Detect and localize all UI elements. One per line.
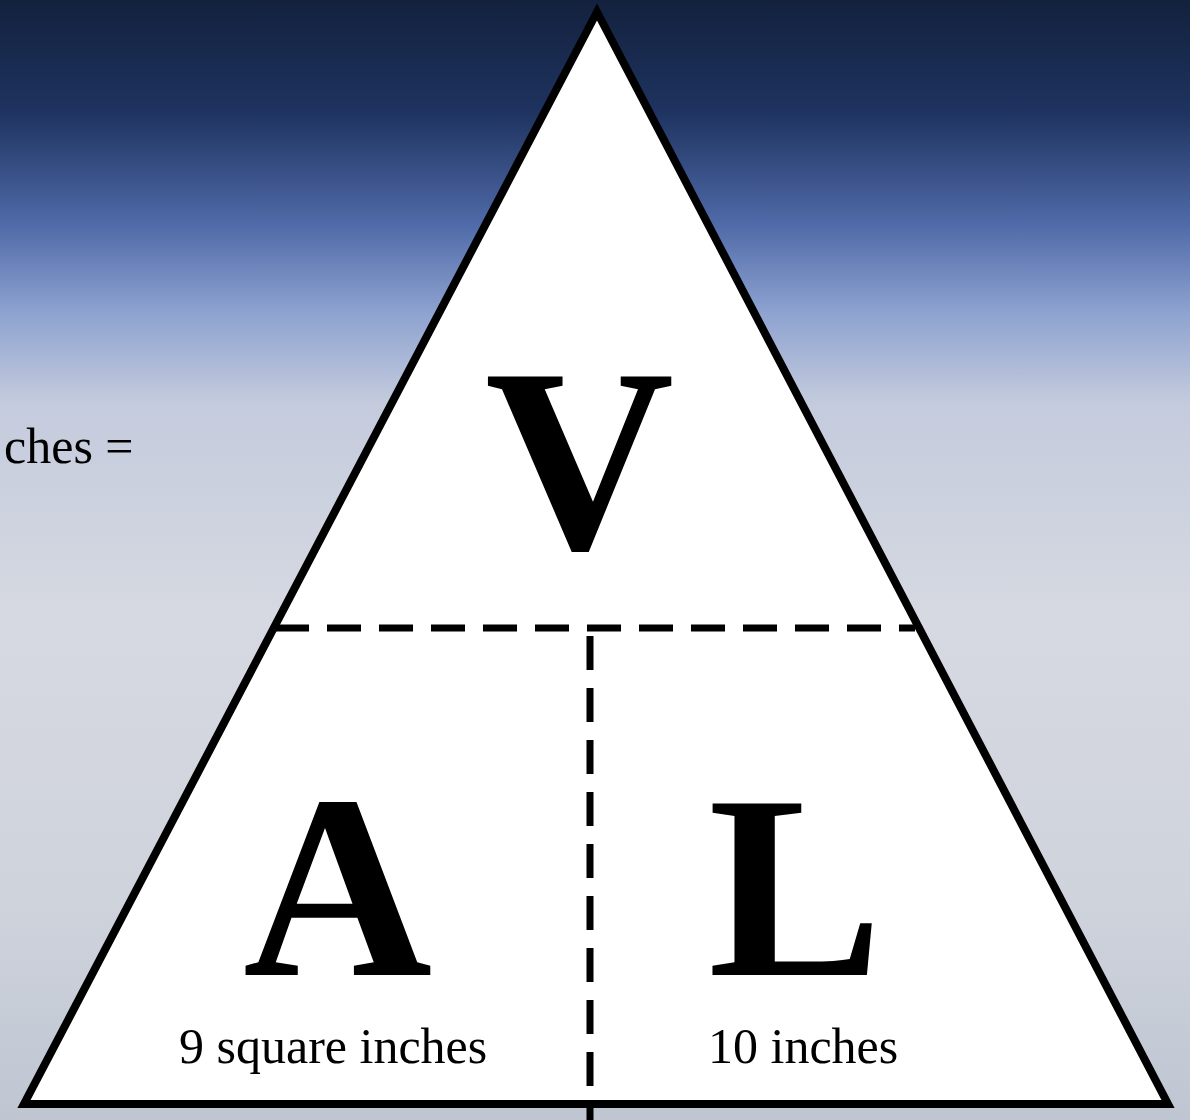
length-symbol-slot: L xyxy=(708,756,883,1018)
length-value-slot: 10 inches xyxy=(708,1021,898,1071)
area-symbol-slot: A xyxy=(243,756,432,1018)
cut-off-label: ches = xyxy=(4,421,134,471)
length-symbol: L xyxy=(708,756,883,1018)
area-value-slot: 9 square inches xyxy=(179,1021,487,1071)
area-value: 9 square inches xyxy=(179,1021,487,1071)
volume-symbol-slot: V xyxy=(485,329,674,591)
triangle-shape xyxy=(24,12,1168,1104)
label-slot: ches = xyxy=(4,421,134,471)
vertical-divider xyxy=(587,636,594,1120)
length-value: 10 inches xyxy=(708,1021,898,1071)
area-symbol: A xyxy=(243,756,432,1018)
horizontal-divider xyxy=(275,625,915,632)
volume-symbol: V xyxy=(485,329,674,591)
